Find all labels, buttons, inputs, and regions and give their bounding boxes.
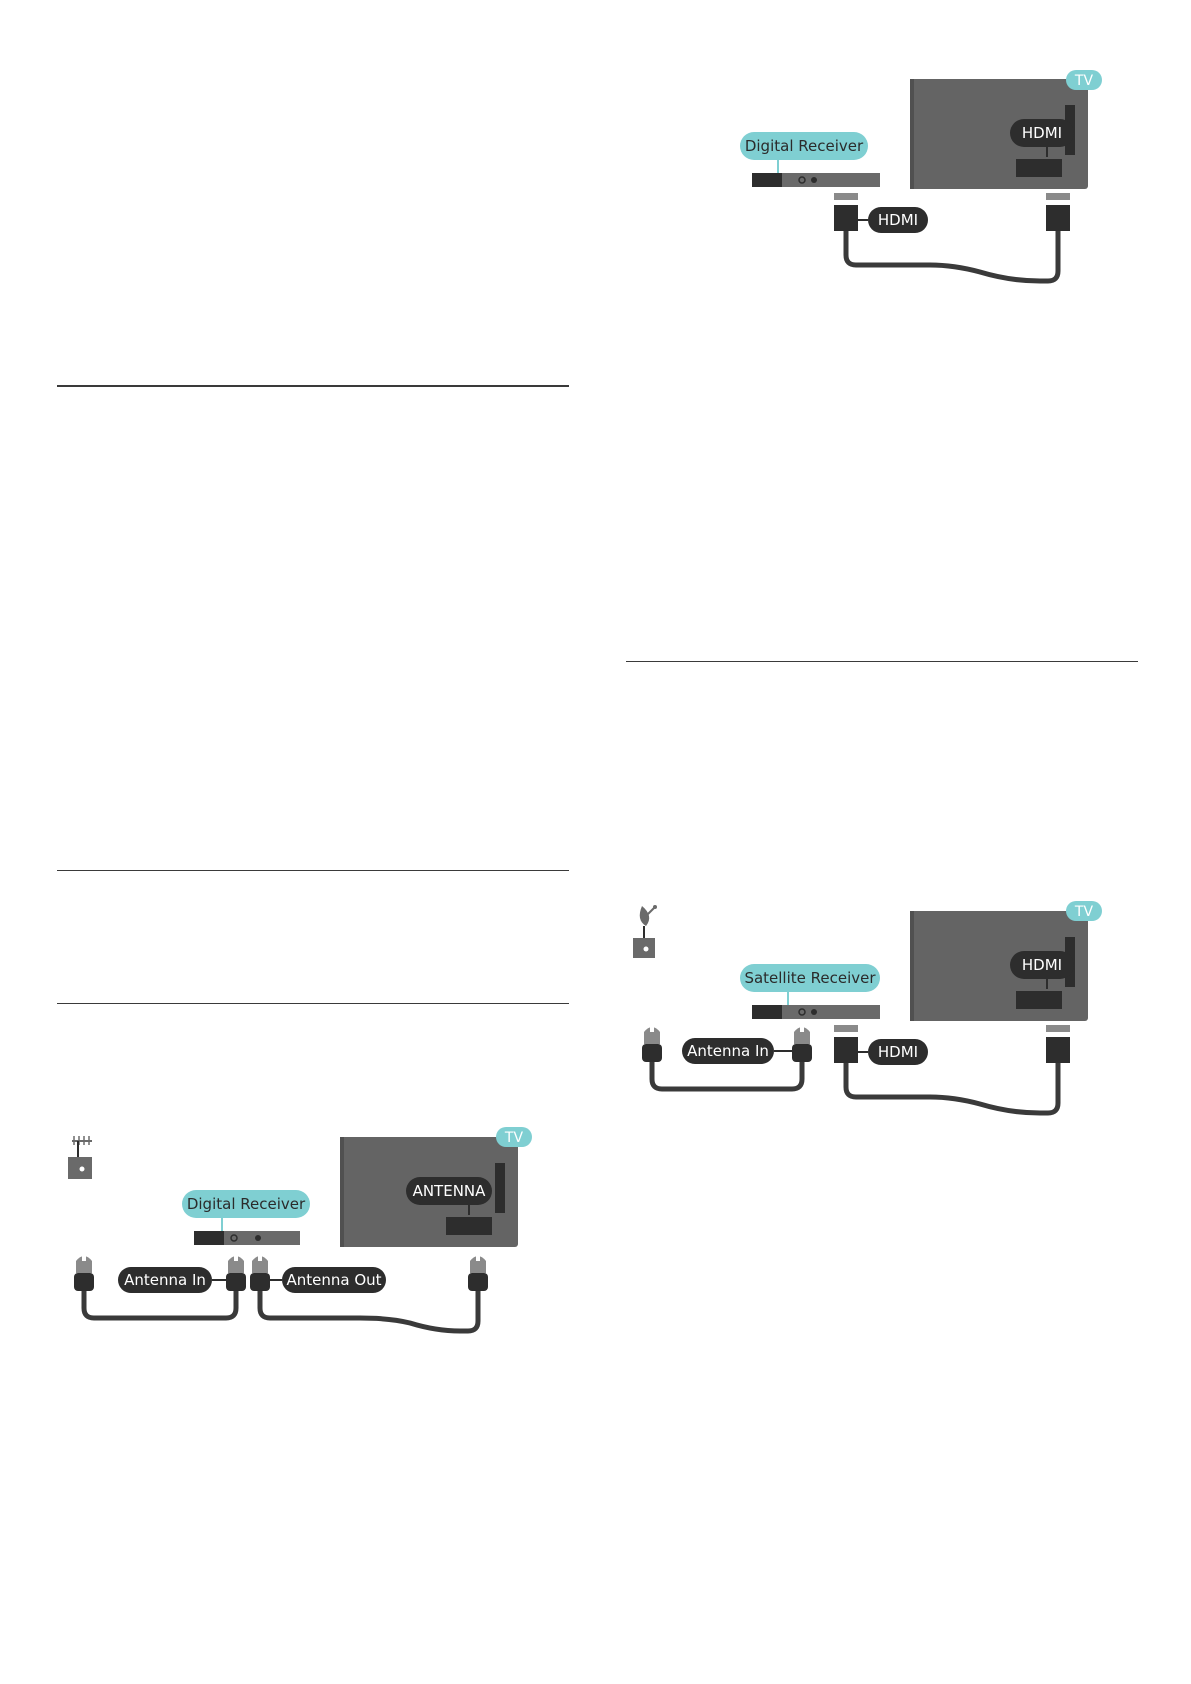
svg-text:TV: TV [1074,904,1094,920]
section-divider [57,1003,569,1004]
cable-label: Antenna Out [270,1267,386,1293]
hdmi-cable [834,193,1070,284]
svg-text:Antenna In: Antenna In [124,1271,206,1289]
satellite-receiver-diagram: TV HDMI Satellite Receiver Antenna In [633,901,1102,1116]
hdmi-cable [834,1025,1070,1116]
svg-text:TV: TV [1074,73,1094,89]
digital-receiver [752,173,880,187]
svg-text:Antenna Out: Antenna Out [286,1271,381,1289]
cable-label: Antenna In [682,1038,792,1064]
svg-text:Antenna In: Antenna In [687,1042,769,1060]
svg-text:Satellite Receiver: Satellite Receiver [744,969,876,987]
svg-text:HDMI: HDMI [1022,956,1062,974]
section-divider [57,870,569,871]
section-divider [57,385,569,387]
antenna-icon [68,1136,92,1179]
tv-badge: TV [496,1127,532,1147]
svg-text:TV: TV [504,1130,524,1146]
tv-port-label: ANTENNA [406,1177,492,1215]
antenna-cable [642,1024,812,1092]
svg-text:HDMI: HDMI [878,211,918,229]
tv-port-label: HDMI [1010,119,1074,157]
digital-receiver [194,1231,300,1245]
satellite-dish-icon [633,905,657,958]
device-label: Digital Receiver [740,132,868,173]
svg-text:HDMI: HDMI [1022,124,1062,142]
cable-label: HDMI [858,1039,928,1065]
hdmi-receiver-diagram: TV HDMI Digital Receiver HDMI [740,70,1102,284]
tv-port-label: HDMI [1010,951,1074,989]
svg-text:Digital Receiver: Digital Receiver [745,137,864,155]
svg-text:ANTENNA: ANTENNA [413,1182,487,1200]
satellite-receiver [752,1005,880,1019]
cable-label: HDMI [858,207,928,233]
device-label: Satellite Receiver [740,964,880,1005]
svg-text:HDMI: HDMI [878,1043,918,1061]
tv-badge: TV [1066,70,1102,90]
section-divider [626,661,1138,662]
device-label: Digital Receiver [182,1190,310,1231]
antenna-in-cable [74,1253,246,1321]
antenna-receiver-diagram: TV ANTENNA Digital Receiver Antenna In [68,1127,532,1334]
antenna-out-cable [250,1253,488,1334]
cable-label: Antenna In [118,1267,226,1293]
svg-text:Digital Receiver: Digital Receiver [187,1195,306,1213]
tv-badge: TV [1066,901,1102,921]
